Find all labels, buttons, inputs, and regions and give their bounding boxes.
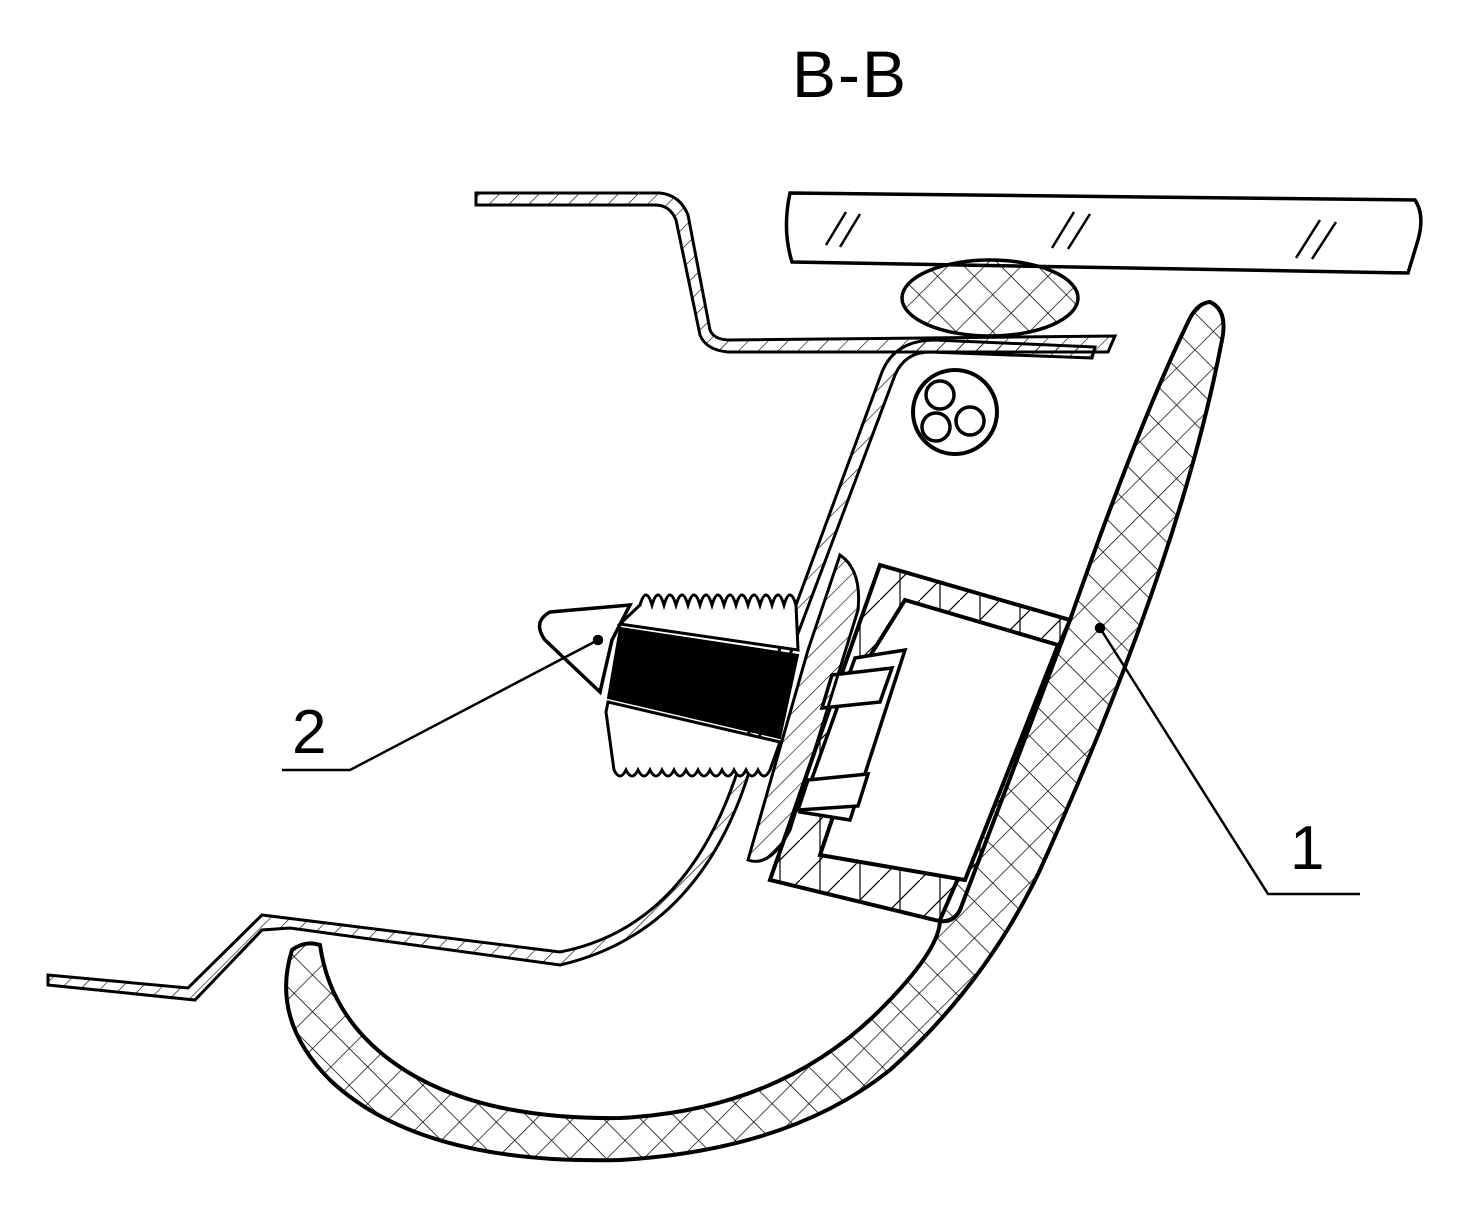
cable-bundle <box>911 368 999 456</box>
leader-line-1 <box>1098 627 1360 896</box>
clip-base <box>795 647 908 822</box>
fastener-lower-ribs <box>604 700 782 778</box>
fastener-tip <box>537 602 634 696</box>
leader-dot-2 <box>592 634 604 646</box>
upper-sheet-panel <box>474 191 1118 354</box>
callout-label-2: 2 <box>292 698 327 767</box>
leader-lines <box>282 622 1360 896</box>
glass-hatch-marks <box>824 211 1338 260</box>
callout-label-1: 1 <box>1290 814 1325 883</box>
fastener-core <box>606 626 800 740</box>
adhesive-bead <box>900 258 1080 338</box>
trim-profile-outer <box>284 299 1226 1163</box>
leader-line-2 <box>282 638 599 772</box>
fastener-clip <box>537 593 800 778</box>
fastener-upper-ribs <box>616 593 800 652</box>
leader-dot-1 <box>1094 622 1106 634</box>
glass-pane <box>784 191 1423 275</box>
section-title: B-B <box>791 37 909 111</box>
clip-shank-barb <box>746 552 861 863</box>
